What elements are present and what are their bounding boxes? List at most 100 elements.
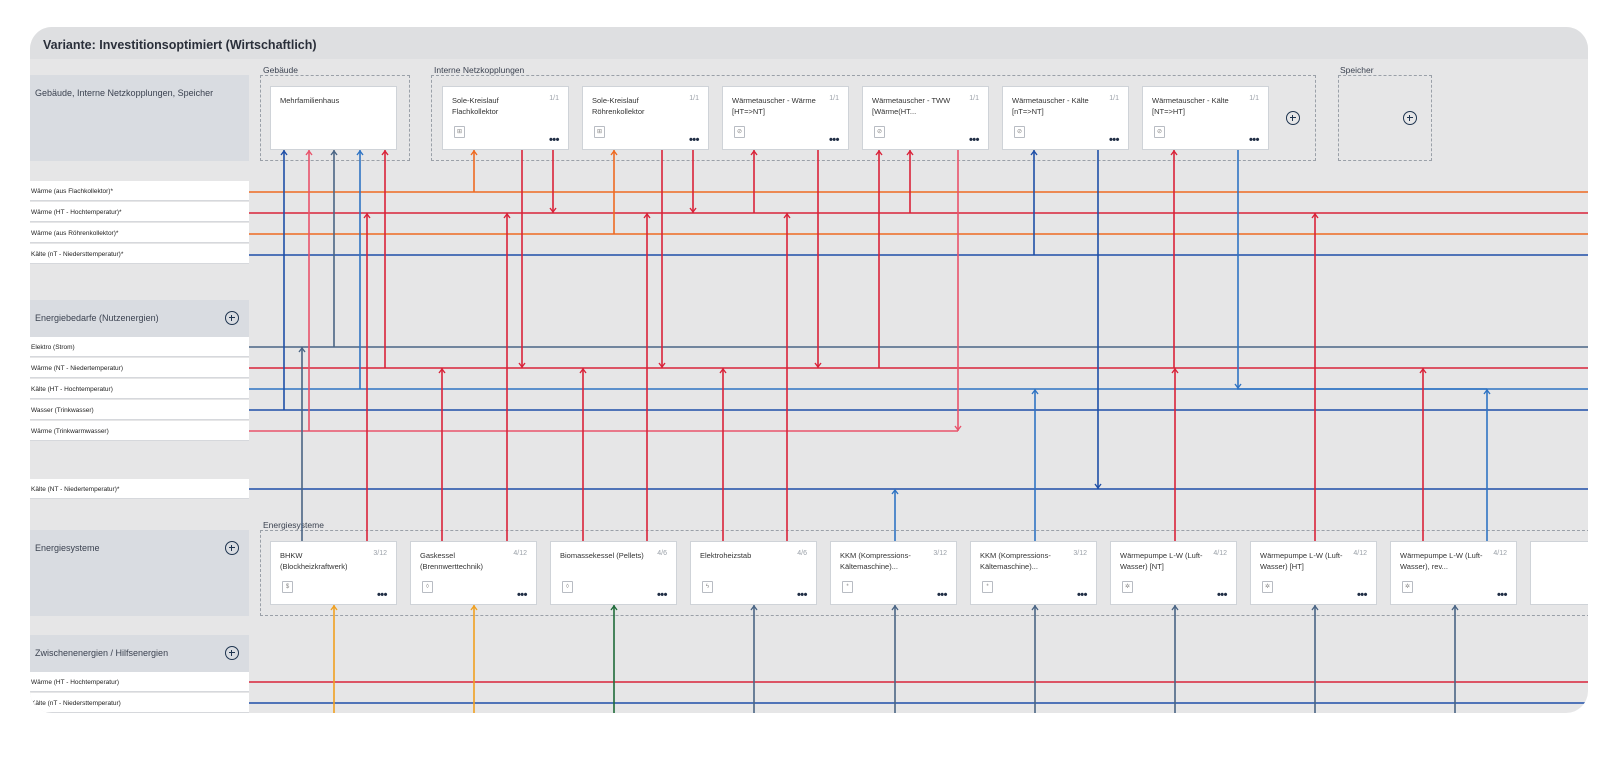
arrow-head bbox=[783, 212, 791, 219]
row-waerme-flachkollektor: Wärme (aus Flachkollektor)* bbox=[30, 181, 249, 201]
group-gebaeude-label: Gebäude bbox=[263, 65, 298, 75]
more-icon[interactable]: ••• bbox=[516, 589, 528, 601]
arrow-head bbox=[610, 604, 618, 611]
arrow-head bbox=[875, 149, 883, 156]
card-name: Wärmepumpe L-W (Luft-Wasser), rev... bbox=[1400, 551, 1483, 571]
card-name: KKM (Kompressions-Kältemaschine)... bbox=[840, 551, 911, 571]
arrow-head bbox=[363, 212, 371, 219]
section-top: Gebäude, Interne Netzkopplungen, Speiche… bbox=[30, 75, 249, 161]
more-icon[interactable]: ••• bbox=[936, 589, 948, 601]
arrow-head bbox=[891, 604, 899, 611]
card-name: Sole-Kreislauf Röhrenkollektor bbox=[592, 96, 645, 116]
arrow-head bbox=[298, 346, 306, 353]
arrow-head bbox=[719, 367, 727, 374]
group-gebaeude bbox=[260, 75, 410, 161]
arrow-head bbox=[470, 604, 478, 611]
card-waermetauscher-kaelte-ht[interactable]: Wärmetauscher - Kälte [NT=>HT] 1/1 ⊘ ••• bbox=[1142, 86, 1269, 150]
card-name: Wärmetauscher - TWW [Wärme(HT... bbox=[872, 96, 951, 116]
more-icon[interactable]: ••• bbox=[1216, 589, 1228, 601]
arrow-head bbox=[1031, 388, 1039, 395]
arrow-head bbox=[356, 149, 364, 156]
arrow-head bbox=[330, 149, 338, 156]
card-gaskessel[interactable]: Gaskessel (Brennwerttechnik) 4/12 ◊ ••• bbox=[410, 541, 537, 605]
row-kaelte-nt-niedrigst: Kälte (nT - Niedersttemperatur)* bbox=[30, 244, 249, 264]
card-elektroheizstab[interactable]: Elektroheizstab 4/6 ϟ ••• bbox=[690, 541, 817, 605]
exchanger-icon: ⊘ bbox=[734, 126, 745, 138]
section-systeme-label: Energiesysteme bbox=[35, 543, 100, 553]
arrow-head bbox=[1311, 212, 1319, 219]
exchanger-icon: ⊘ bbox=[1154, 126, 1165, 138]
arrow-head bbox=[906, 149, 914, 156]
add-system-icon[interactable] bbox=[225, 541, 239, 555]
row-wasser: Wasser (Trinkwasser) bbox=[30, 400, 249, 420]
exchanger-icon: ⊘ bbox=[1014, 126, 1025, 138]
card-count: 3/12 bbox=[933, 550, 947, 557]
more-icon[interactable]: ••• bbox=[1356, 589, 1368, 601]
section-zwischen: Zwischenenergien / Hilfsenergien bbox=[30, 635, 249, 672]
add-netzkopplung-icon[interactable] bbox=[1286, 111, 1300, 125]
card-bhkw[interactable]: BHKW (Blockheizkraftwerk) 3/12 $ ••• bbox=[270, 541, 397, 605]
group-energiesysteme-label: Energiesysteme bbox=[263, 520, 324, 530]
card-name: BHKW (Blockheizkraftwerk) bbox=[280, 551, 348, 571]
row-zw-waerme-ht: Wärme (HT - Hochtemperatur) bbox=[30, 672, 249, 692]
variant-panel: Variante: Investitionsoptimiert (Wirtsch… bbox=[30, 27, 1588, 713]
more-icon[interactable]: ••• bbox=[968, 134, 980, 146]
arrow-head bbox=[891, 488, 899, 495]
arrow-head bbox=[1094, 483, 1102, 490]
arrow-head bbox=[1170, 149, 1178, 156]
card-sole-roehrenkollektor[interactable]: Sole-Kreislauf Röhrenkollektor 1/1 ⊞ ••• bbox=[582, 86, 709, 150]
card-name: Sole-Kreislauf Flachkollektor bbox=[452, 96, 499, 116]
more-icon[interactable]: ••• bbox=[376, 589, 388, 601]
card-waermetauscher-kaelte-nt[interactable]: Wärmetauscher - Kälte [nT=>NT] 1/1 ⊘ ••• bbox=[1002, 86, 1129, 150]
add-bedarf-icon[interactable] bbox=[225, 311, 239, 325]
arrow-head bbox=[689, 207, 697, 214]
card-kkm-2[interactable]: KKM (Kompressions-Kältemaschine)... 3/12… bbox=[970, 541, 1097, 605]
section-bedarfe-label: Energiebedarfe (Nutzenergien) bbox=[35, 313, 159, 323]
card-partial[interactable] bbox=[1530, 541, 1588, 605]
more-icon[interactable]: ••• bbox=[1248, 134, 1260, 146]
chiller-icon: * bbox=[982, 581, 993, 593]
arrow-head bbox=[610, 149, 618, 156]
arrow-head bbox=[643, 212, 651, 219]
add-speicher-icon[interactable] bbox=[1403, 111, 1417, 125]
row-kaelte-nt: Kälte (NT - Niedertemperatur)* bbox=[30, 479, 249, 499]
card-count: 1/1 bbox=[689, 95, 699, 102]
heatpump-icon: ✲ bbox=[1262, 581, 1273, 593]
card-kkm-1[interactable]: KKM (Kompressions-Kältemaschine)... 3/12… bbox=[830, 541, 957, 605]
card-count: 4/6 bbox=[657, 550, 667, 557]
heatpump-icon: ✲ bbox=[1402, 581, 1413, 593]
card-waermepumpe-rev[interactable]: Wärmepumpe L-W (Luft-Wasser), rev... 4/1… bbox=[1390, 541, 1517, 605]
card-count: 4/12 bbox=[1213, 550, 1227, 557]
card-waermetauscher-tww[interactable]: Wärmetauscher - TWW [Wärme(HT... 1/1 ⊘ •… bbox=[862, 86, 989, 150]
group-speicher bbox=[1338, 75, 1432, 161]
more-icon[interactable]: ••• bbox=[1076, 589, 1088, 601]
arrow-head bbox=[750, 604, 758, 611]
arrow-head bbox=[954, 425, 962, 432]
card-name: Wärmetauscher - Kälte [NT=>HT] bbox=[1152, 96, 1229, 116]
boiler-icon: ◊ bbox=[562, 581, 573, 593]
more-icon[interactable]: ••• bbox=[796, 589, 808, 601]
card-waermepumpe-ht[interactable]: Wärmepumpe L-W (Luft-Wasser) [HT] 4/12 ✲… bbox=[1250, 541, 1377, 605]
arrow-head bbox=[470, 149, 478, 156]
card-mehrfamilienhaus[interactable]: Mehrfamilienhaus bbox=[270, 86, 397, 150]
arrow-head bbox=[381, 149, 389, 156]
card-waermepumpe-nt[interactable]: Wärmepumpe L-W (Luft-Wasser) [NT] 4/12 ✲… bbox=[1110, 541, 1237, 605]
card-biomassekessel[interactable]: Biomassekessel (Pellets) 4/6 ◊ ••• bbox=[550, 541, 677, 605]
more-icon[interactable]: ••• bbox=[548, 134, 560, 146]
more-icon[interactable]: ••• bbox=[688, 134, 700, 146]
arrow-head bbox=[1483, 388, 1491, 395]
more-icon[interactable]: ••• bbox=[1496, 589, 1508, 601]
card-name: Wärmetauscher - Wärme [HT=>NT] bbox=[732, 96, 816, 116]
add-zwischenenergie-icon[interactable] bbox=[225, 646, 239, 660]
chiller-icon: * bbox=[842, 581, 853, 593]
card-waermetauscher-ht-nt[interactable]: Wärmetauscher - Wärme [HT=>NT] 1/1 ⊘ ••• bbox=[722, 86, 849, 150]
arrow-head bbox=[579, 367, 587, 374]
more-icon[interactable]: ••• bbox=[656, 589, 668, 601]
card-sole-flachkollektor[interactable]: Sole-Kreislauf Flachkollektor 1/1 ⊞ ••• bbox=[442, 86, 569, 150]
row-waerme-ht: Wärme (HT - Hochtemperatur)* bbox=[30, 202, 249, 222]
more-icon[interactable]: ••• bbox=[828, 134, 840, 146]
card-name: Gaskessel (Brennwerttechnik) bbox=[420, 551, 483, 571]
more-icon[interactable]: ••• bbox=[1108, 134, 1120, 146]
heater-icon: ϟ bbox=[702, 581, 713, 593]
card-count: 1/1 bbox=[1109, 95, 1119, 102]
